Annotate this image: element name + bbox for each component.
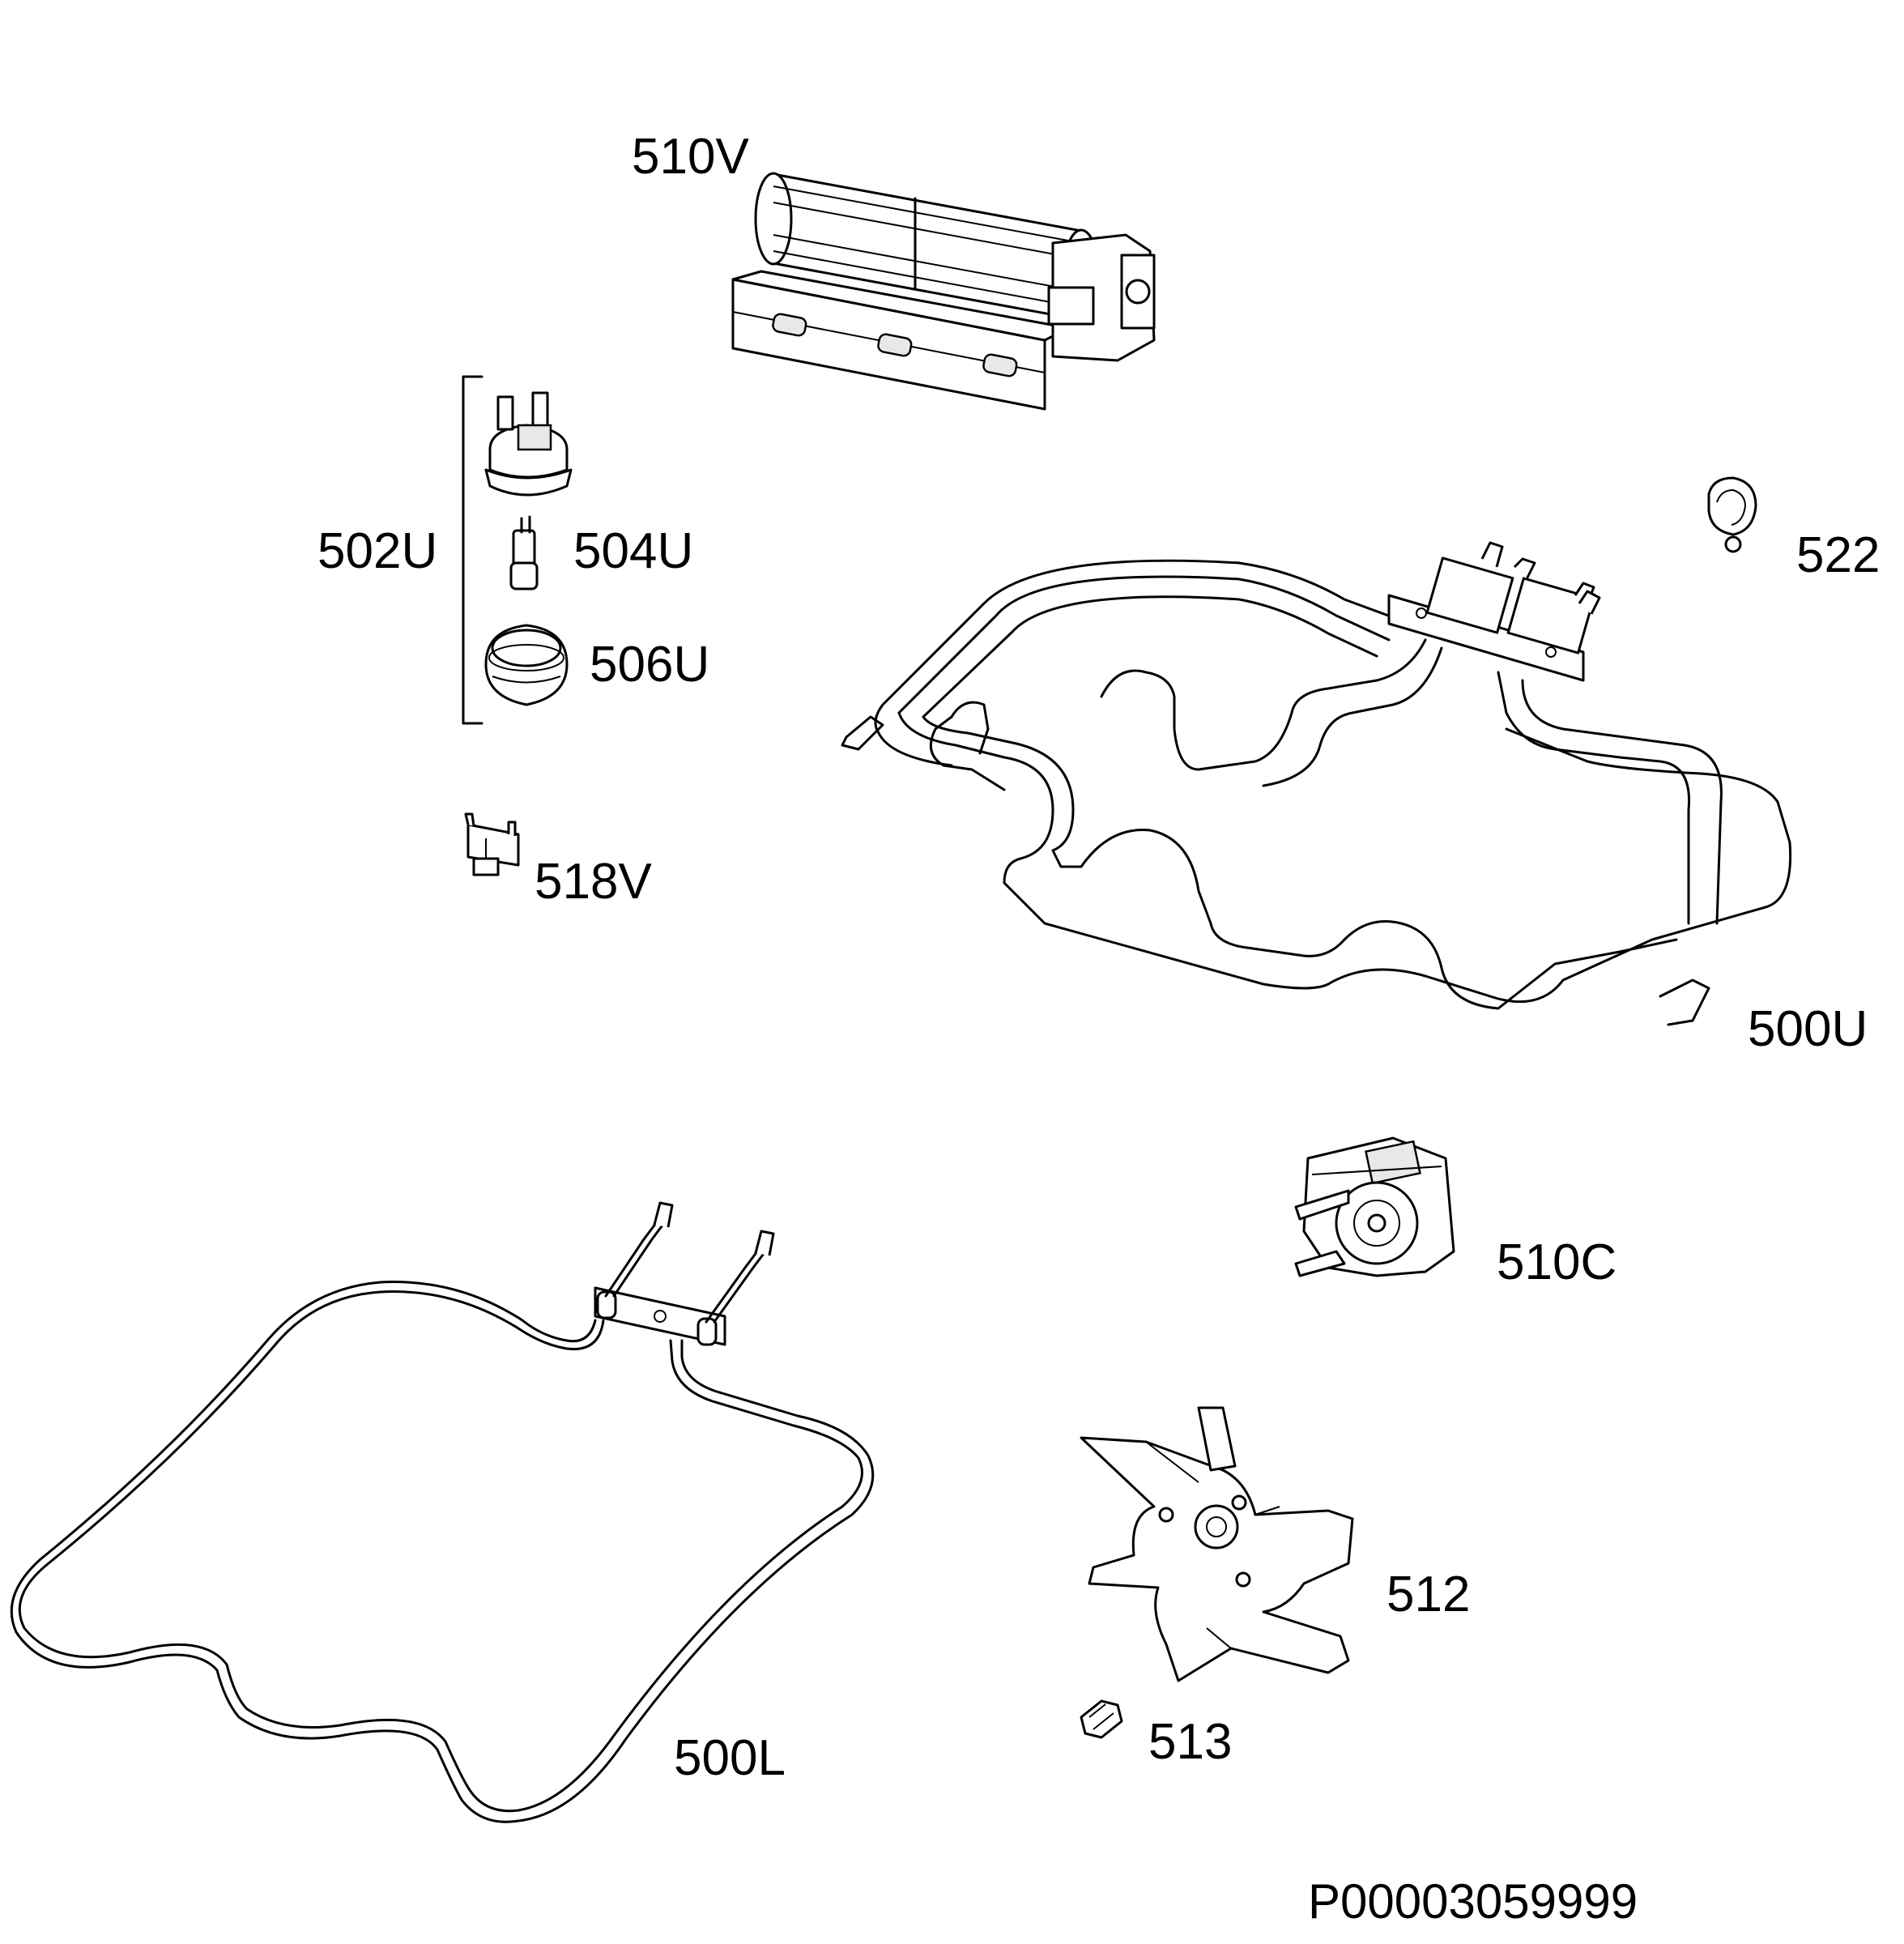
drawing-code: P00003059999 — [1308, 1874, 1638, 1929]
label-513: 513 — [1148, 1714, 1233, 1770]
label-502U: 502U — [317, 523, 438, 579]
label-518V: 518V — [535, 854, 652, 910]
group-bracket-502U — [462, 375, 483, 725]
part-500L-lower-element[interactable] — [10, 1201, 875, 1823]
label-522: 522 — [1796, 527, 1881, 583]
label-512: 512 — [1386, 1567, 1471, 1622]
part-518V-thermostat[interactable] — [464, 812, 520, 876]
part-500U-grill-element[interactable] — [841, 541, 1792, 1026]
part-512-fan-blade[interactable] — [1080, 1406, 1354, 1682]
label-510V: 510V — [632, 129, 749, 185]
part-510C-fan-motor[interactable] — [1294, 1136, 1455, 1277]
part-504U-lamp[interactable] — [509, 515, 539, 590]
part-502U-lamp-holder[interactable] — [484, 391, 573, 497]
label-510C: 510C — [1497, 1234, 1617, 1290]
label-506U: 506U — [590, 637, 710, 693]
part-522-clip[interactable] — [1707, 476, 1757, 553]
label-500L: 500L — [674, 1730, 786, 1786]
part-510V-tangential-fan[interactable] — [731, 172, 1156, 411]
label-500U: 500U — [1748, 1001, 1868, 1057]
part-513-nut[interactable] — [1080, 1699, 1123, 1739]
label-504U: 504U — [573, 523, 694, 579]
part-506U-lamp-cover[interactable] — [484, 624, 569, 706]
